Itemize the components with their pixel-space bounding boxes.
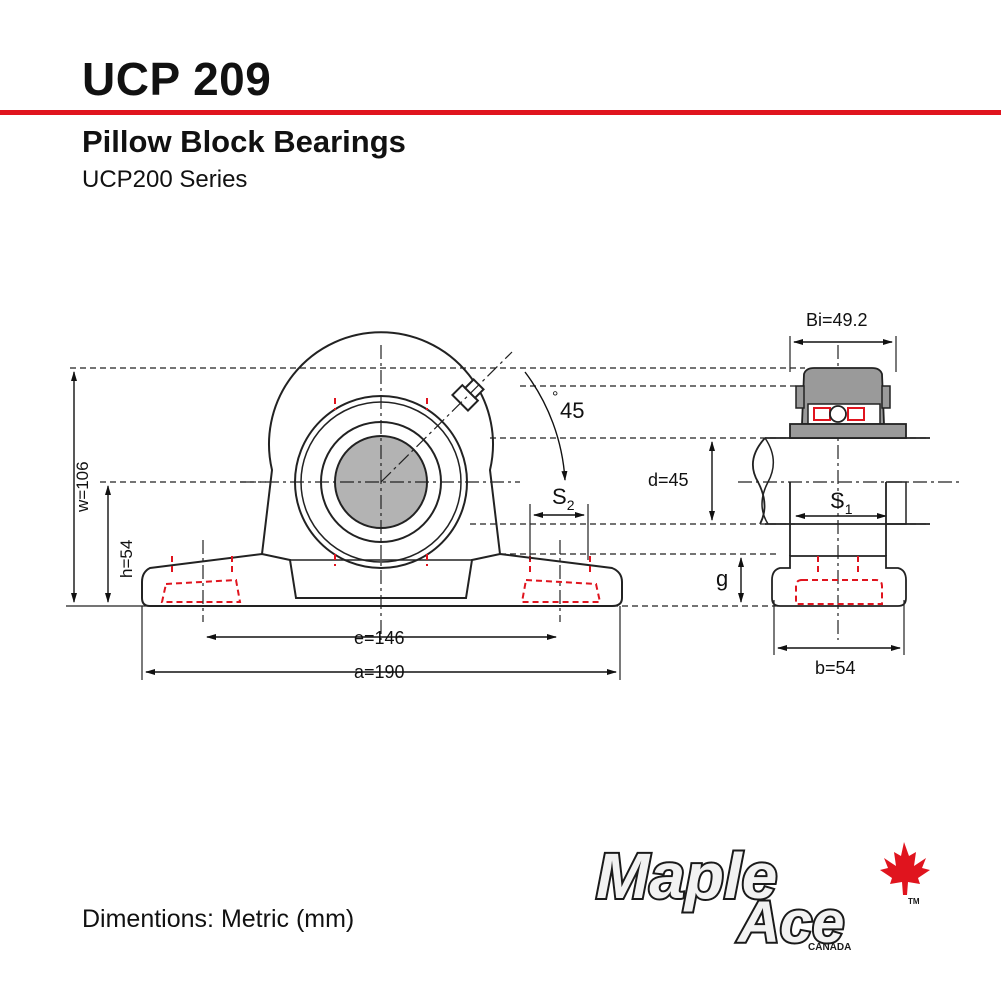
degree-mark: °: [552, 389, 558, 406]
front-view: [141, 331, 623, 607]
dim-w-label: w=106: [73, 461, 92, 513]
front-housing: [261, 331, 501, 555]
extension-lines: [70, 367, 930, 607]
dim-angle-arc: [524, 371, 568, 481]
dim-a-label: a=190: [354, 662, 405, 682]
ball-icon: [829, 405, 847, 423]
dim-bi-label: Bi=49.2: [806, 310, 868, 330]
dim-b-label: b=54: [815, 658, 856, 678]
dim-d-label: d=45: [648, 470, 689, 490]
product-subtitle: Pillow Block Bearings: [82, 124, 406, 159]
logo-tagline: CANADA: [808, 942, 851, 953]
logo-trademark: TM: [908, 897, 920, 906]
dim-e-label: e=146: [354, 628, 405, 648]
dim-s1-label: S1: [830, 488, 853, 517]
dim-h-label: h=54: [117, 540, 136, 578]
side-foot: [771, 555, 907, 607]
logo-line2: Ace: [736, 890, 844, 955]
side-housing: [789, 482, 887, 556]
maple-leaf-icon: [880, 842, 930, 895]
centerlines: [202, 345, 960, 640]
side-hidden-lines: [795, 556, 883, 605]
dim-angle-label: 45: [560, 398, 584, 423]
side-collar: [789, 423, 907, 439]
title-divider: [0, 110, 1001, 115]
front-hidden-lines: [160, 398, 602, 603]
side-view: [751, 367, 930, 607]
brand-logo: Maple Ace CANADA TM: [594, 838, 930, 957]
page-title: UCP 209: [82, 53, 272, 105]
logo-line1: Maple: [596, 840, 777, 912]
dim-g-label: g: [716, 566, 728, 591]
dim-s2-label: S2: [552, 484, 575, 513]
units-note: Dimentions: Metric (mm): [82, 905, 355, 933]
dimension-lines: [71, 339, 901, 675]
product-series: UCP200 Series: [82, 166, 248, 193]
